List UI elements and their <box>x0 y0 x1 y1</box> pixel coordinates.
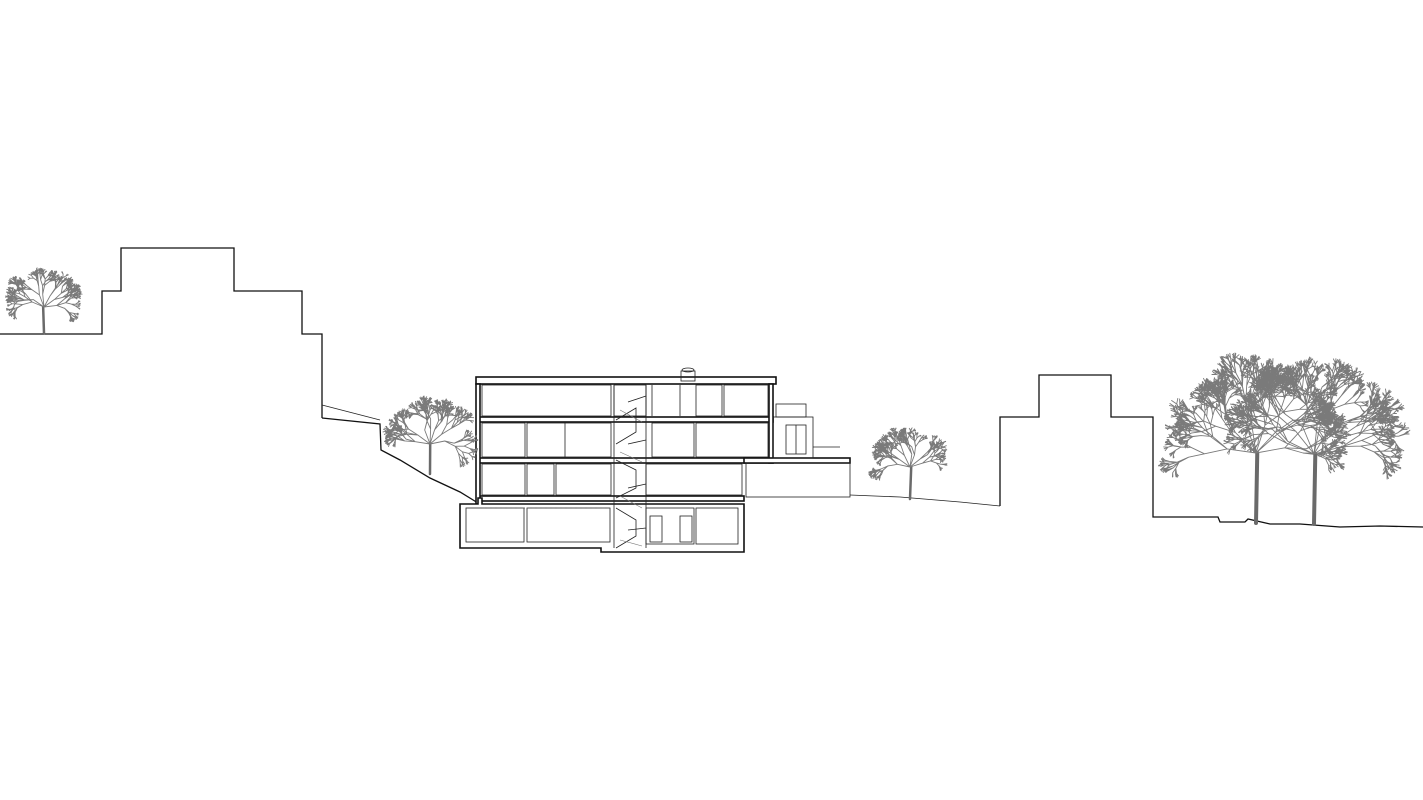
left-neighbor-silhouette <box>0 247 323 418</box>
slab-level-3 <box>477 416 774 423</box>
right-wall-upper <box>768 383 774 464</box>
roof-vent <box>680 370 696 382</box>
tree-slope <box>382 395 479 476</box>
room-l3-middle <box>695 384 723 417</box>
lower-annex <box>745 462 851 498</box>
room-l2-right <box>695 422 769 458</box>
right-neighbor-silhouette <box>999 374 1423 528</box>
tree-crown <box>1223 356 1411 480</box>
left-slope <box>321 417 479 504</box>
staircase <box>613 385 647 549</box>
room-l2-left-b <box>526 422 612 458</box>
room-l3-left <box>481 384 612 417</box>
left-wall <box>475 383 481 505</box>
tree-crown <box>868 427 948 481</box>
room-l2-core <box>651 422 695 458</box>
stair-handrail <box>619 409 643 547</box>
tree-trunk <box>1312 452 1318 526</box>
door-basement-1 <box>649 515 663 543</box>
tree-trunk <box>41 305 46 335</box>
room-l1-left-b <box>526 463 555 496</box>
door-basement-2 <box>679 515 693 543</box>
tree-crown <box>4 267 83 323</box>
room-l2-left-a <box>481 422 526 458</box>
basement-shell <box>459 497 745 553</box>
terrace-slab <box>743 457 851 464</box>
tree-garden <box>868 427 948 501</box>
slab-level-1 <box>477 495 745 502</box>
tree-far-left <box>4 267 83 335</box>
room-l3-right <box>723 384 769 417</box>
tree-trunk <box>1254 451 1260 525</box>
right-garden-ground <box>849 494 1001 507</box>
trees-layer <box>4 267 1411 526</box>
building-section <box>459 367 851 553</box>
room-l3-core <box>645 385 681 416</box>
room-l1-left-a <box>481 463 526 496</box>
tree-pair-right-b <box>1223 356 1411 526</box>
roof-terrace-rail <box>775 403 807 418</box>
left-slope-upper-edge <box>321 404 381 421</box>
tree-trunk <box>908 465 913 501</box>
slab-level-2 <box>477 457 774 464</box>
room-b-right <box>695 507 739 545</box>
roof-vent-cap <box>681 367 695 373</box>
roof-slab <box>475 376 777 385</box>
upper-terrace-box <box>772 416 814 459</box>
room-l1-left-c <box>555 463 612 496</box>
tree-crown <box>382 395 479 468</box>
room-l1-right <box>645 463 743 496</box>
tree-pair-right-a <box>1158 352 1352 525</box>
